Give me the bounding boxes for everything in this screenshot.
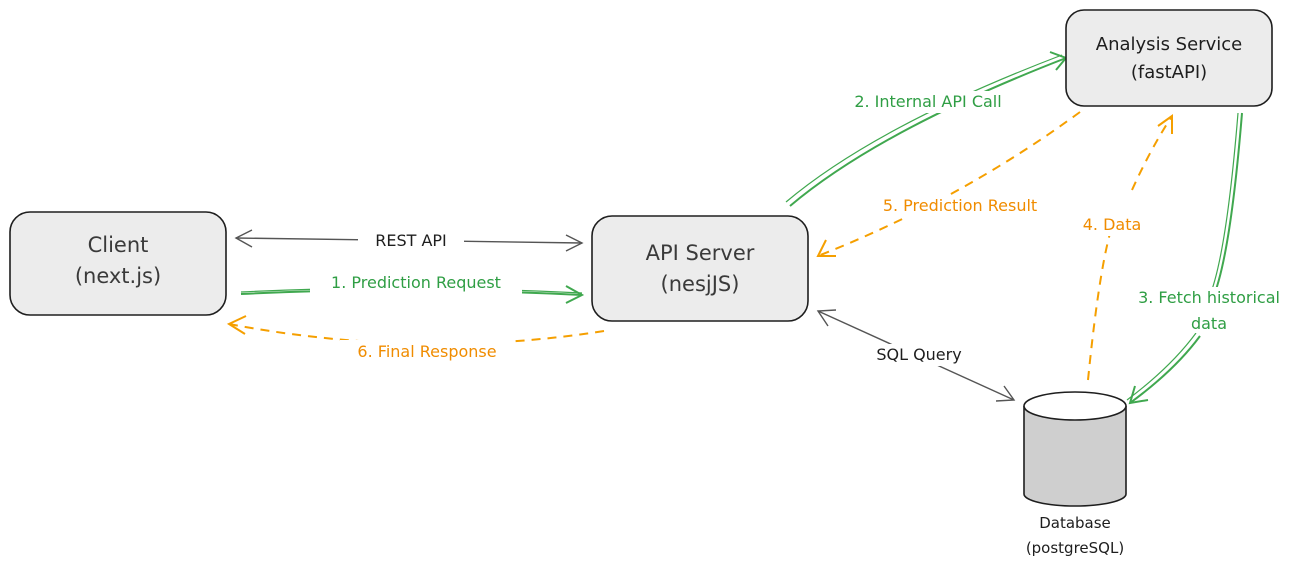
- client-subtitle: (next.js): [75, 264, 161, 288]
- database-title: Database: [1039, 514, 1111, 532]
- label-fetch-historical: 3. Fetch historical: [1138, 288, 1280, 307]
- label-prediction-request: 1. Prediction Request: [331, 273, 501, 292]
- label-final-response: 6. Final Response: [357, 342, 496, 361]
- analysis-service-title: Analysis Service: [1096, 34, 1242, 55]
- api-server-subtitle: (nesjJS): [661, 272, 740, 296]
- edge-fetch-historical-data: [1126, 112, 1243, 405]
- node-client: Client (next.js): [9, 211, 227, 316]
- label-sql-query: SQL Query: [876, 345, 961, 364]
- label-prediction-result: 5. Prediction Result: [883, 196, 1037, 215]
- label-rest-api: REST API: [375, 231, 447, 250]
- database-subtitle: (postgreSQL): [1026, 539, 1124, 557]
- node-database: Database (postgreSQL): [1023, 391, 1127, 557]
- edge-prediction-result: [816, 111, 1081, 257]
- api-server-title: API Server: [646, 241, 755, 265]
- node-api-server: API Server (nesjJS): [591, 215, 809, 322]
- node-analysis-service: Analysis Service (fastAPI): [1065, 9, 1273, 107]
- label-internal-api-call: 2. Internal API Call: [854, 92, 1001, 111]
- analysis-service-subtitle: (fastAPI): [1131, 62, 1207, 83]
- edge-data: [1087, 114, 1173, 381]
- client-title: Client: [88, 233, 149, 257]
- label-fetch-historical-data: data: [1191, 314, 1227, 333]
- edge-final-response: [226, 315, 605, 345]
- edge-internal-api-call: [785, 51, 1068, 207]
- label-data: 4. Data: [1083, 215, 1142, 234]
